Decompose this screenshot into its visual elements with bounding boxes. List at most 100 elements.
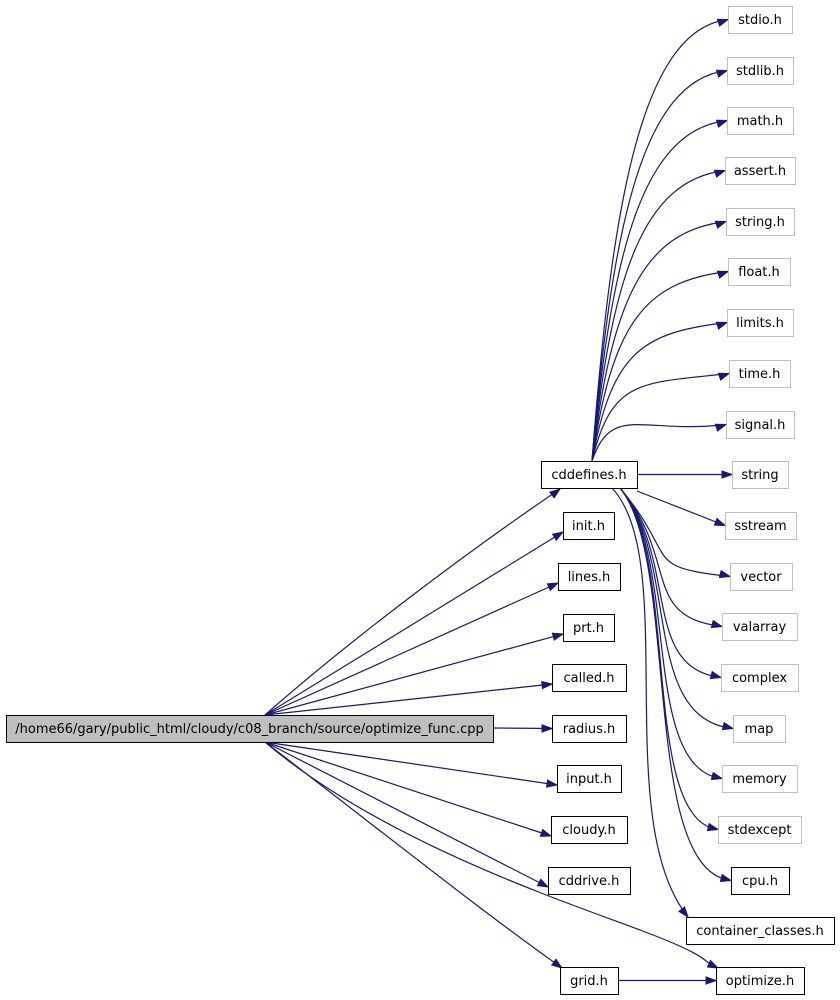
node-box [726,411,795,439]
edge-cddefines-to-string_h [591,220,727,462]
node-box [730,563,793,591]
edge-cddefines-to-time [591,372,730,462]
edge-cddefines-to-limits [591,321,728,462]
node-label: sstream [734,519,786,534]
node-root[interactable]: /home66/gary/public_html/cloudy/c08_bran… [6,715,494,743]
node-label: stdexcept [728,823,792,838]
node-cloudy[interactable]: cloudy.h [551,816,628,844]
node-label: complex [732,671,787,686]
edge-root-to-called [264,683,553,716]
node-label: called.h [564,671,615,686]
edge-cddefines-to-assert [591,169,726,462]
edge-cddefines-to-vector [619,487,731,578]
node-box [729,360,791,388]
node-box [541,461,638,489]
edge-root-to-grid-arrowhead [550,958,564,969]
edge-cddefines-to-stdexcept [619,487,719,831]
node-label: float.h [738,265,780,280]
node-input[interactable]: input.h [557,765,622,793]
edge-cddefines-to-valarray-arrowhead [710,619,724,629]
node-box [686,917,835,945]
node-label: cloudy.h [562,823,615,838]
node-label: signal.h [735,418,786,433]
node-label: input.h [566,772,612,787]
edge-cddefines-to-signal [591,423,727,462]
node-string-h: string.h [726,208,795,236]
edge-root-to-cddrive [264,741,549,888]
node-map: map [733,715,786,743]
node-cddefines[interactable]: cddefines.h [541,461,638,489]
node-cddrive[interactable]: cddrive.h [548,867,631,895]
node-box [558,563,621,591]
node-box [726,208,795,236]
node-float: float.h [728,258,791,286]
node-box [716,967,805,995]
node-label: cpu.h [742,874,778,889]
edge-cddefines-to-math-arrowhead [715,119,729,128]
node-box [552,664,627,692]
node-label: map [745,722,774,737]
node-label: radius.h [563,722,616,737]
node-grid[interactable]: grid.h [560,967,619,995]
node-init[interactable]: init.h [563,512,615,540]
node-label: time.h [739,367,781,382]
edge-root-to-optimize-arrowhead [706,959,720,969]
edge-cddefines-to-stdio [591,18,729,462]
node-box [552,715,627,743]
node-lines[interactable]: lines.h [558,563,621,591]
edge-root-to-prt [264,633,564,716]
node-box [725,157,796,185]
node-box [733,715,786,743]
node-box [6,715,494,743]
node-box [725,512,797,540]
node-box [732,461,789,489]
node-layer: /home66/gary/public_html/cloudy/c08_bran… [6,6,835,995]
node-label: memory [732,772,787,787]
node-stdlib: stdlib.h [727,57,794,85]
node-called[interactable]: called.h [552,664,627,692]
edge-cddefines-to-complex-arrowhead [709,670,723,680]
node-cpu[interactable]: cpu.h [731,867,790,895]
node-optimize[interactable]: optimize.h [716,967,805,995]
node-box [721,664,799,692]
edge-root-to-input [264,741,558,786]
edge-cddefines-to-string-arrowhead [721,470,734,479]
node-signal: signal.h [726,411,795,439]
node-label: optimize.h [726,974,794,989]
edge-layer [264,18,735,985]
node-box [727,309,794,337]
edge-cddefines-to-sstream-arrowhead [713,517,727,527]
node-label: valarray [733,620,787,635]
edge-root-to-init [264,531,564,716]
edge-cddefines-to-complex [619,487,722,679]
edge-cddefines-to-float [591,270,729,462]
node-time: time.h [729,360,791,388]
node-label: string.h [735,215,785,230]
edge-cddefines-to-assert-arrowhead [713,169,727,178]
node-label: /home66/gary/public_html/cloudy/c08_bran… [15,722,483,737]
node-memory: memory [722,765,798,793]
node-label: cddrive.h [559,874,620,889]
edge-root-to-cloudy [264,741,552,837]
edge-root-to-cddefines [264,488,561,716]
node-container[interactable]: container_classes.h [686,917,835,945]
edge-cddefines-to-map-arrowhead [721,721,735,731]
edge-cddefines-to-container-arrowhead [678,906,689,919]
node-box [548,867,631,895]
node-label: lines.h [568,570,611,585]
edge-cddefines-to-valarray [619,487,723,628]
node-stdexcept: stdexcept [718,816,802,844]
node-radius[interactable]: radius.h [552,715,627,743]
node-math: math.h [727,107,794,135]
node-box [718,816,802,844]
node-sstream: sstream [725,512,797,540]
edge-root-to-input-arrowhead [545,779,559,788]
node-box [722,613,798,641]
node-prt[interactable]: prt.h [563,614,615,642]
node-box [563,614,615,642]
edge-cddefines-to-memory [619,487,723,780]
node-vector: vector [730,563,793,591]
edge-cddefines-to-math [591,119,728,462]
node-box [728,6,793,34]
